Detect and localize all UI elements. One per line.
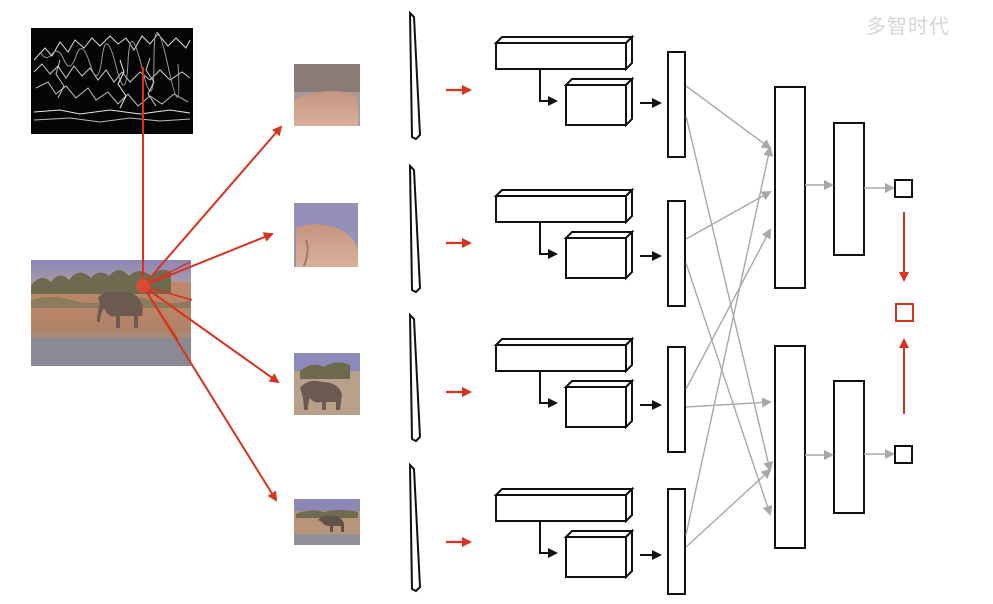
feature-bar bbox=[667, 51, 686, 158]
crop-1 bbox=[294, 64, 360, 126]
crop-3 bbox=[294, 353, 360, 415]
crop-2 bbox=[294, 203, 358, 267]
output-node-bottom bbox=[894, 445, 913, 464]
conv-box bbox=[495, 42, 627, 70]
feature-bar bbox=[667, 488, 686, 595]
conv-box bbox=[495, 344, 627, 372]
conv-box bbox=[495, 195, 627, 223]
arrow-to-crop-3 bbox=[142, 285, 280, 384]
watermark: 多智时代 bbox=[866, 14, 950, 38]
fc-layer-2 bbox=[833, 122, 865, 514]
fc-layer-1 bbox=[774, 86, 806, 549]
arrow-to-crop-4 bbox=[142, 285, 278, 502]
pool-box bbox=[565, 237, 627, 279]
pool-box bbox=[565, 386, 627, 428]
elbow-arrow bbox=[539, 69, 558, 106]
elbow-arrow bbox=[539, 222, 558, 259]
output-node-merged bbox=[895, 303, 914, 322]
red-crop-arrows bbox=[142, 67, 283, 502]
branches bbox=[408, 10, 686, 595]
elbow-arrow bbox=[539, 521, 558, 558]
feature-bar bbox=[667, 346, 686, 453]
feature-bar bbox=[667, 200, 686, 307]
sample-point bbox=[136, 279, 150, 293]
conv-box bbox=[495, 494, 627, 522]
input-plane bbox=[408, 462, 422, 593]
elbow-arrow bbox=[539, 371, 558, 408]
arrow-to-crop-1 bbox=[142, 125, 283, 287]
crop-4 bbox=[294, 499, 360, 545]
pool-box bbox=[565, 84, 627, 126]
arrow-to-crop-2 bbox=[142, 232, 274, 287]
output-node-top bbox=[894, 179, 913, 198]
output-nodes bbox=[894, 179, 914, 464]
fully-connected-lines bbox=[685, 85, 774, 548]
pool-box bbox=[565, 536, 627, 578]
edge-map-image bbox=[31, 28, 193, 134]
input-plane bbox=[408, 163, 422, 294]
input-plane bbox=[408, 312, 422, 443]
input-plane bbox=[408, 10, 422, 141]
